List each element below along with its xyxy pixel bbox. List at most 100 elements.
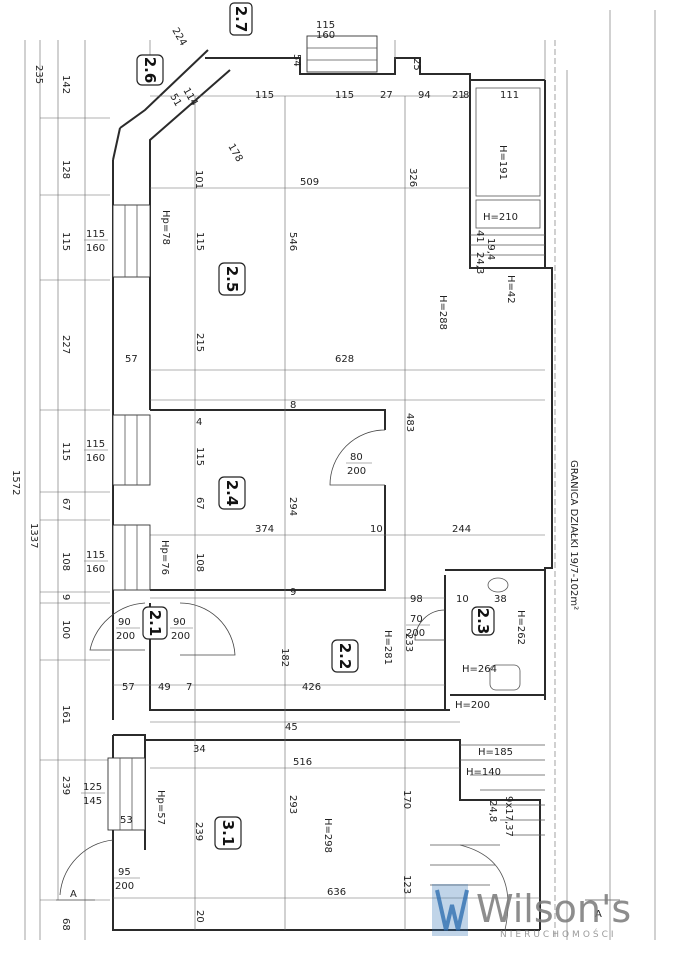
window-top	[306, 35, 378, 73]
left-dimension-labels: 235 142 128 115 227 115 67 108 9 100 161…	[10, 65, 71, 931]
svg-text:67: 67	[194, 497, 205, 510]
svg-text:483: 483	[404, 413, 415, 432]
sill-height-2-4: Hp=76	[159, 540, 170, 575]
room-3-1-label: 3.1	[219, 820, 237, 847]
svg-text:546: 546	[287, 232, 298, 251]
svg-text:235: 235	[33, 65, 44, 84]
svg-text:227: 227	[60, 335, 71, 354]
window-2-5-height: 160	[86, 243, 105, 254]
logo-tagline: NIERUCHOMOŚCI	[500, 928, 617, 940]
room-2-2-label: 2.2	[336, 643, 354, 670]
svg-text:9x17,37: 9x17,37	[503, 796, 514, 837]
svg-text:7: 7	[186, 682, 192, 693]
door-2-1b-height: 200	[171, 631, 190, 642]
window-2-5	[112, 204, 151, 278]
height-185: H=185	[478, 747, 513, 758]
svg-text:19,4: 19,4	[485, 238, 496, 260]
window-2-4a-height: 160	[86, 453, 105, 464]
door-2-3	[414, 609, 446, 641]
height-3-1: H=298	[322, 818, 333, 853]
svg-text:509: 509	[300, 177, 319, 188]
svg-text:115: 115	[255, 90, 274, 101]
toilet	[489, 664, 521, 691]
window-top-width: 115	[316, 20, 335, 31]
svg-text:224: 224	[169, 26, 188, 48]
svg-text:100: 100	[60, 620, 71, 639]
room-2-6-label: 2.6	[141, 57, 159, 84]
svg-text:115: 115	[194, 232, 205, 251]
height-200: H=200	[455, 700, 490, 711]
door-2-1a-height: 200	[116, 631, 135, 642]
washbasin	[487, 577, 509, 593]
svg-text:170: 170	[401, 790, 412, 809]
svg-text:115: 115	[335, 90, 354, 101]
svg-text:51: 51	[167, 92, 183, 109]
svg-text:38: 38	[494, 594, 507, 605]
height-140: H=140	[466, 767, 501, 778]
doors	[59, 429, 521, 896]
height-2-3: H=262	[515, 610, 526, 645]
svg-text:244: 244	[452, 524, 471, 535]
section-markers: A A	[56, 889, 620, 920]
svg-text:128: 128	[60, 160, 71, 179]
room-2-3-label: 2.3	[474, 608, 492, 635]
svg-text:68: 68	[60, 918, 71, 931]
svg-text:24,8: 24,8	[487, 800, 498, 822]
svg-text:239: 239	[60, 776, 71, 795]
svg-text:1572: 1572	[10, 470, 21, 495]
window-2-4a-width: 115	[86, 439, 105, 450]
svg-text:34: 34	[193, 744, 206, 755]
svg-text:10: 10	[456, 594, 469, 605]
height-2-5: H=288	[437, 295, 448, 330]
svg-text:20: 20	[194, 910, 205, 923]
windows	[107, 35, 378, 831]
door-2-1-left	[89, 602, 146, 651]
window-2-4b-height: 160	[86, 564, 105, 575]
window-3-1	[107, 757, 146, 831]
svg-text:636: 636	[327, 887, 346, 898]
svg-text:9: 9	[60, 594, 71, 600]
interior-dimension-lines	[113, 40, 546, 930]
svg-text:49: 49	[158, 682, 171, 693]
svg-text:374: 374	[255, 524, 274, 535]
svg-text:108: 108	[194, 553, 205, 572]
door-2-4-width: 80	[350, 452, 363, 463]
door-entrance-width: 95	[118, 867, 131, 878]
window-top-height: 160	[316, 30, 335, 41]
svg-text:54: 54	[291, 54, 302, 67]
svg-text:94: 94	[418, 90, 431, 101]
svg-text:123: 123	[401, 875, 412, 894]
opening-dimensions: 115 160 115 160 115 160 115 160 125 145 …	[81, 20, 430, 892]
room-2-7-label: 2.7	[232, 6, 250, 33]
sill-height-3-1: Hp=57	[155, 790, 166, 825]
window-2-4b-width: 115	[86, 550, 105, 561]
door-2-1-right	[179, 602, 236, 656]
svg-text:57: 57	[122, 682, 135, 693]
height-191: H=191	[497, 145, 508, 180]
left-dimension-lines	[24, 40, 110, 940]
svg-text:326: 326	[407, 168, 418, 187]
svg-text:142: 142	[60, 75, 71, 94]
svg-text:21: 21	[452, 90, 465, 101]
svg-text:1337: 1337	[28, 523, 39, 548]
door-2-3-width: 70	[410, 614, 423, 625]
section-marker-right: A	[595, 909, 602, 920]
svg-text:215: 215	[194, 333, 205, 352]
svg-text:108: 108	[60, 552, 71, 571]
door-2-1a-width: 90	[118, 617, 131, 628]
svg-text:24,3: 24,3	[474, 252, 485, 274]
svg-text:9: 9	[290, 587, 296, 598]
height-annotations: H=288 H=281 H=298 H=262 H=264 H=200 H=19…	[155, 145, 526, 853]
svg-text:25: 25	[411, 58, 422, 71]
window-2-4-b	[112, 524, 151, 591]
svg-text:8: 8	[463, 90, 469, 101]
svg-text:114: 114	[180, 86, 199, 108]
svg-text:115: 115	[60, 442, 71, 461]
window-3-1-width: 125	[83, 782, 102, 793]
door-entrance	[59, 839, 114, 896]
room-2-4-label: 2.4	[223, 480, 241, 507]
svg-text:178: 178	[225, 142, 244, 164]
svg-text:294: 294	[287, 497, 298, 516]
plot-boundary-label: GRANICA DZIAŁKI 19/7-102m²	[568, 460, 579, 610]
svg-text:115: 115	[60, 232, 71, 251]
